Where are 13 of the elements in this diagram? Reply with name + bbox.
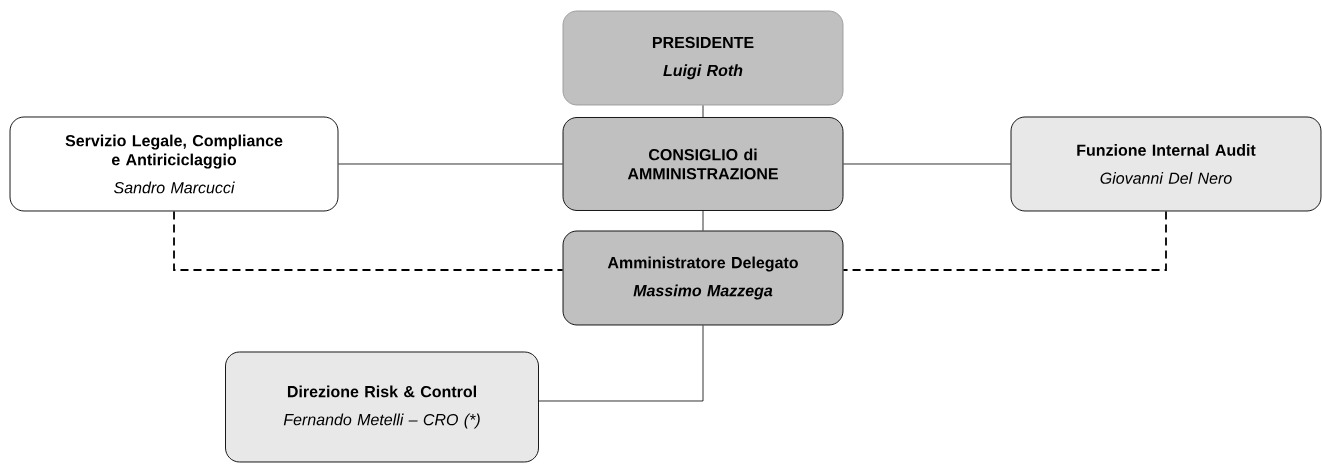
org-box: CONSIGLIO di AMMINISTRAZIONE — [562, 117, 844, 211]
connector-line — [338, 163, 563, 165]
connector-line — [538, 325, 704, 402]
org-box: Direzione Risk & Control Fernando Metelli – CRO (*) — [225, 351, 539, 463]
connector-line — [842, 210, 1167, 271]
org-box: PRESIDENTE Luigi Roth — [562, 10, 844, 106]
org-box: Amministratore Delegato Massimo Mazzega — [562, 230, 844, 326]
connector-line — [702, 210, 704, 231]
connector-line — [173, 210, 564, 271]
connector-line — [702, 105, 704, 118]
connector-line — [843, 163, 1011, 165]
org-box: Funzione Internal Audit Giovanni Del Nero — [1010, 116, 1322, 212]
org-box: Servizio Legale, Compliance e Antiriciclaggio Sandro Marcucci — [9, 116, 339, 212]
